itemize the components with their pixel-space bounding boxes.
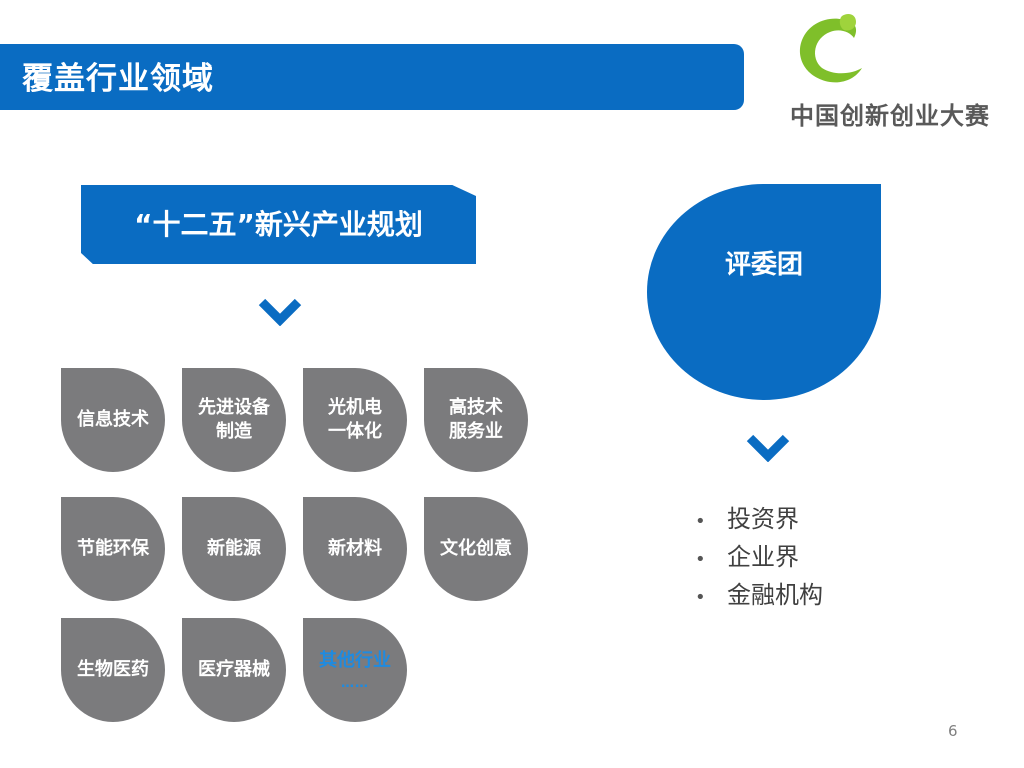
industry-label: 其他行业 xyxy=(319,650,391,671)
industry-circle: 文化创意 xyxy=(424,497,528,601)
industry-circle: 新材料 xyxy=(303,497,407,601)
industry-label: 医疗器械 xyxy=(198,659,270,680)
ellipsis-text: …… xyxy=(341,676,369,691)
industry-label: 制造 xyxy=(216,421,252,442)
industry-circle: 先进设备 制造 xyxy=(182,368,286,472)
chevron-down-icon xyxy=(746,432,790,462)
industry-label: 高技术 xyxy=(449,397,503,418)
plan-label: “十二五”新兴产业规划 xyxy=(134,208,423,241)
list-item: • 金融机构 xyxy=(695,576,823,614)
industry-label: 生物医药 xyxy=(77,659,149,680)
industry-circle: 高技术 服务业 xyxy=(424,368,528,472)
chevron-down-icon xyxy=(258,296,302,326)
bullet-icon: • xyxy=(695,587,706,608)
bullet-icon: • xyxy=(695,511,706,532)
list-item-label: 金融机构 xyxy=(727,581,823,609)
logo-text: 中国创新创业大赛 xyxy=(790,101,990,130)
industry-label: 文化创意 xyxy=(440,538,512,559)
industry-circle: 新能源 xyxy=(182,497,286,601)
bullet-icon: • xyxy=(695,549,706,570)
industry-circle: 医疗器械 xyxy=(182,618,286,722)
list-item-label: 投资界 xyxy=(727,505,799,533)
page-number: 6 xyxy=(948,722,958,740)
industry-circle: 光机电 一体化 xyxy=(303,368,407,472)
industry-circle: 节能环保 xyxy=(61,497,165,601)
industry-label: 信息技术 xyxy=(77,409,149,430)
page-title: 覆盖行业领域 xyxy=(22,61,214,97)
industry-label: 新能源 xyxy=(207,538,261,559)
judges-member-list: • 投资界 • 企业界 • 金融机构 xyxy=(695,500,823,614)
industry-circle-other: 其他行业 …… xyxy=(303,618,407,722)
judges-label: 评委团 xyxy=(724,249,803,280)
industry-label: 先进设备 xyxy=(198,397,270,418)
industry-label: 节能环保 xyxy=(77,538,149,559)
judges-shape: 评委团 xyxy=(647,184,881,400)
title-bar: 覆盖行业领域 xyxy=(0,44,744,110)
list-item: • 企业界 xyxy=(695,538,823,576)
industry-label: 一体化 xyxy=(328,421,382,442)
logo-icon xyxy=(790,8,872,90)
industry-label: 服务业 xyxy=(449,421,503,442)
list-item: • 投资界 xyxy=(695,500,823,538)
industry-circle: 信息技术 xyxy=(61,368,165,472)
list-item-label: 企业界 xyxy=(727,543,799,571)
industry-label: 新材料 xyxy=(328,538,382,559)
industry-circle: 生物医药 xyxy=(61,618,165,722)
plan-banner: “十二五”新兴产业规划 xyxy=(81,185,476,264)
industry-label: 光机电 xyxy=(328,397,382,418)
